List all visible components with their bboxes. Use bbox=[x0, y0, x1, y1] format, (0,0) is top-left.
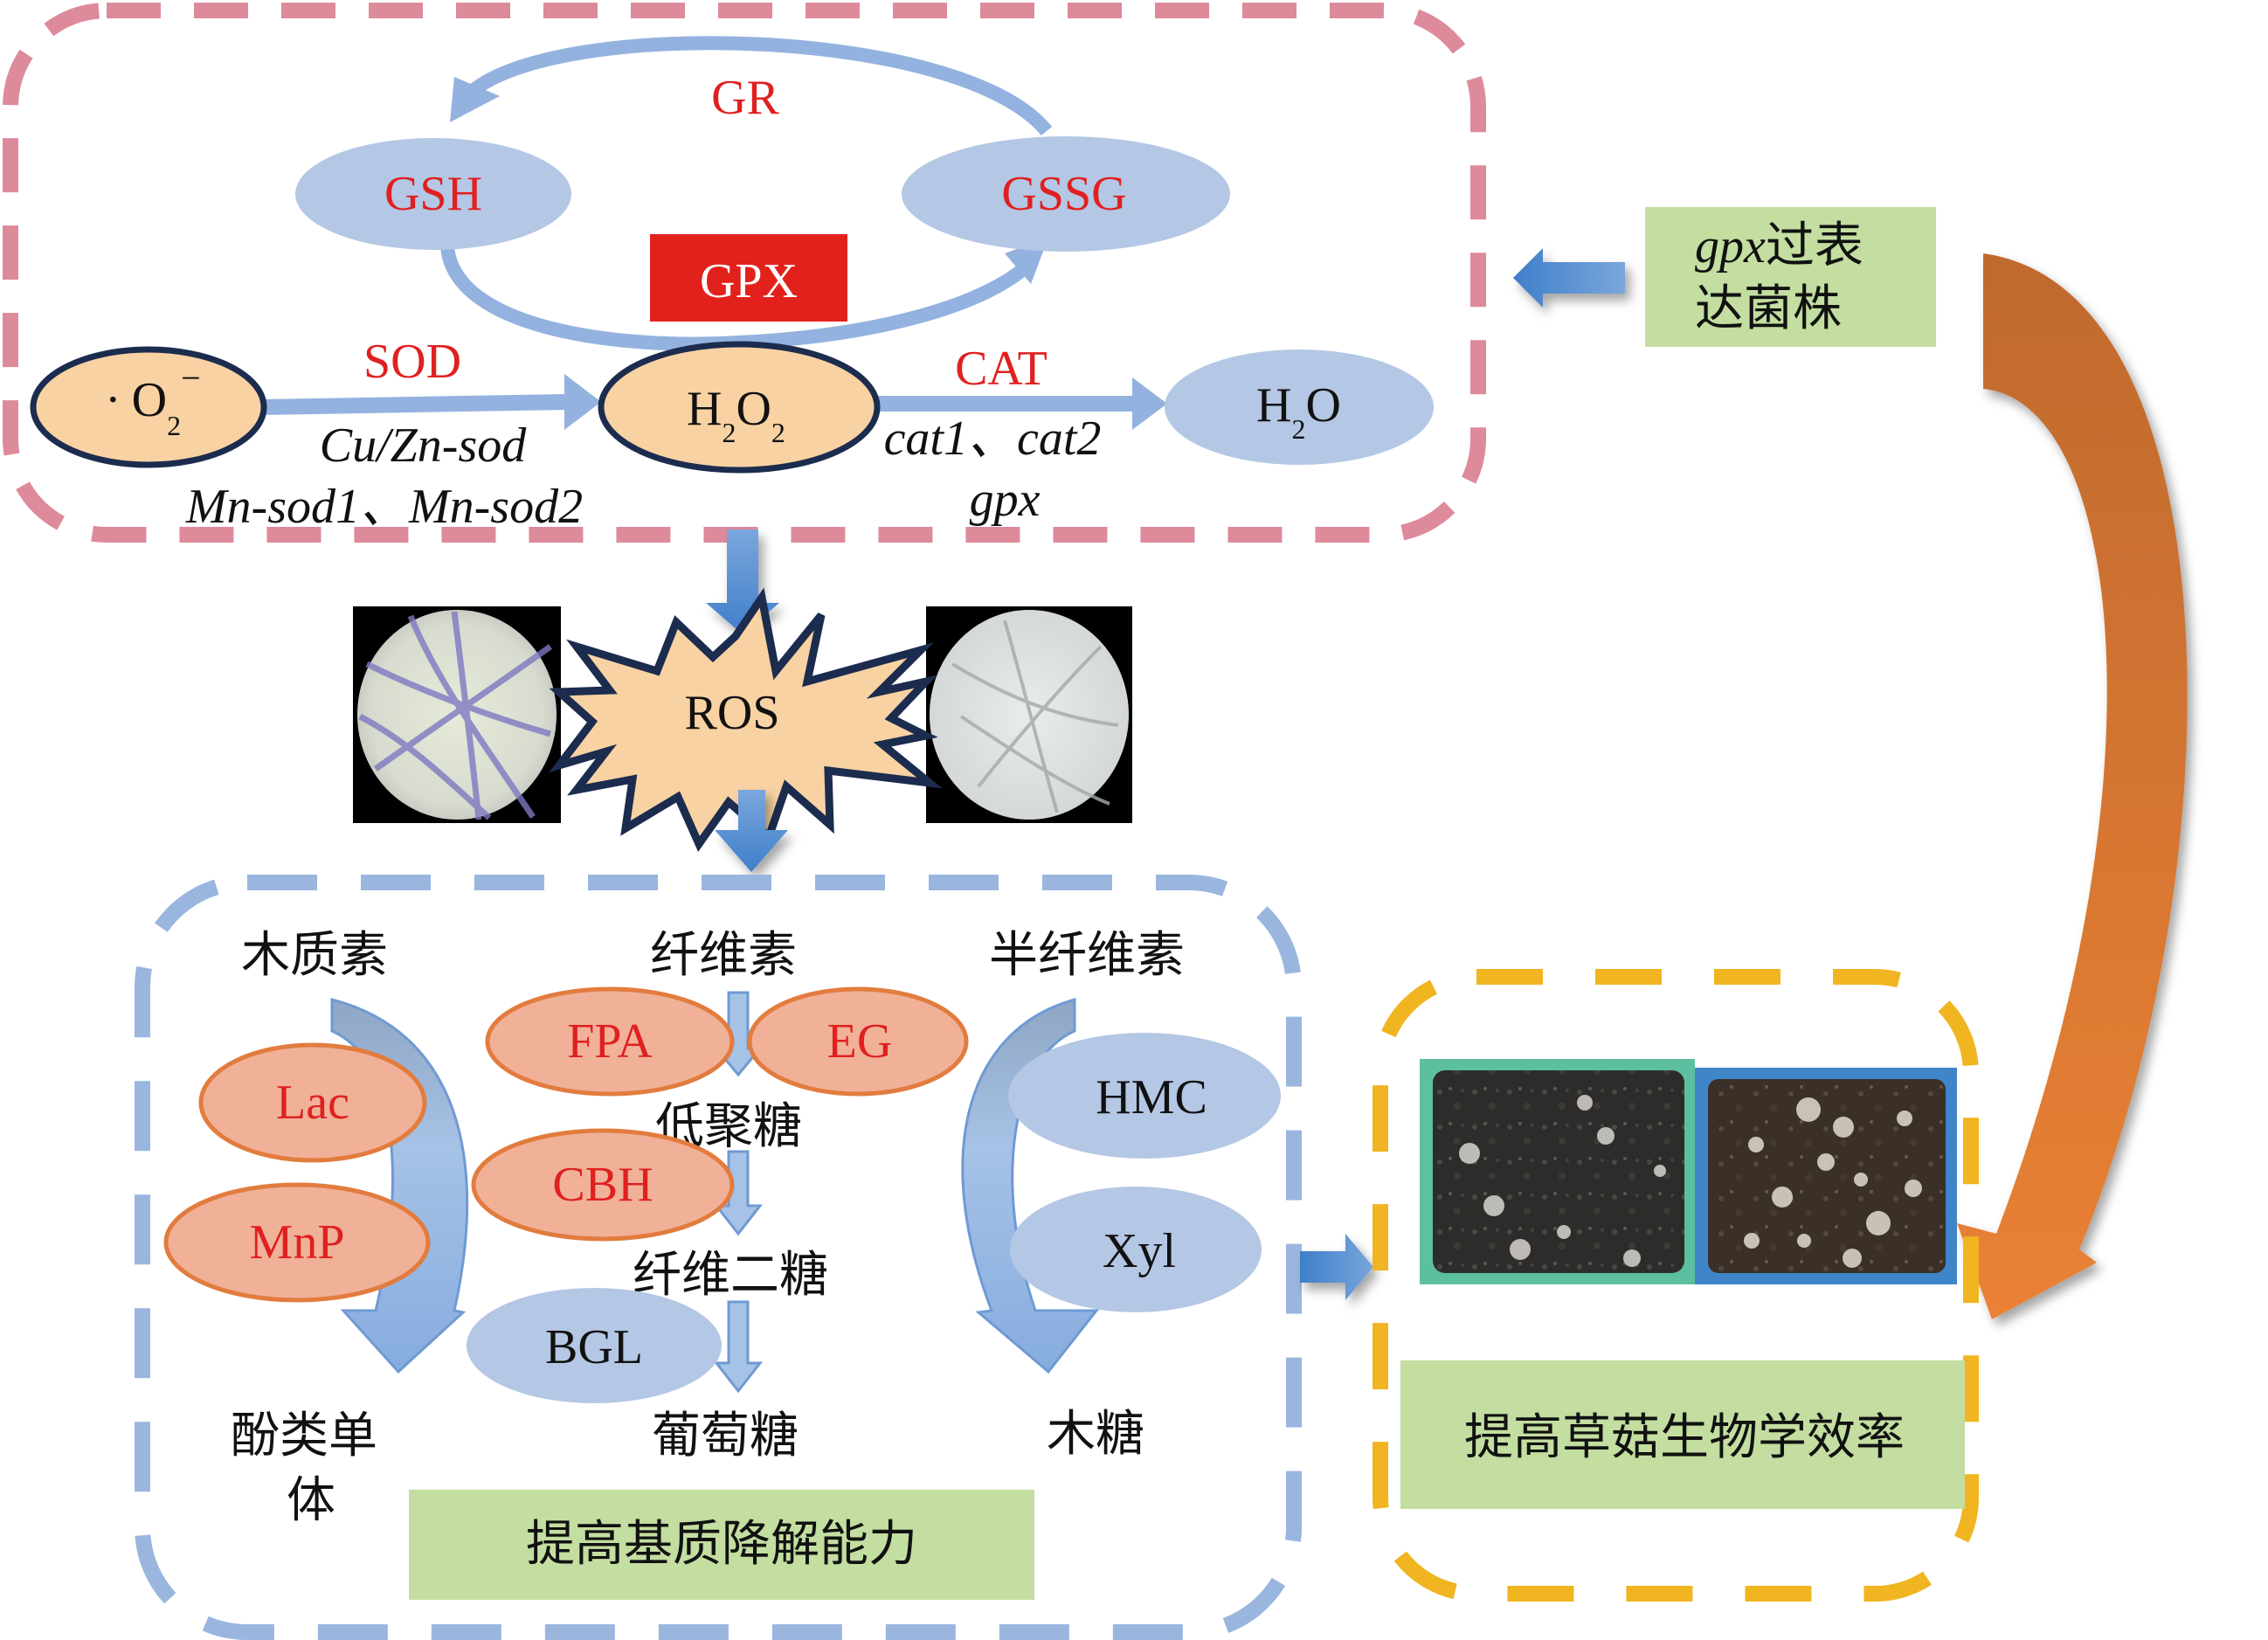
degradation-result-label: 提高基质降解能力 bbox=[526, 1516, 917, 1573]
hmc-enzyme bbox=[1008, 1033, 1281, 1159]
cbh-label: CBH bbox=[552, 1158, 653, 1212]
eg-enzyme bbox=[747, 986, 969, 1097]
h2o2-node bbox=[598, 341, 881, 474]
sod-label: SOD bbox=[363, 335, 461, 389]
superoxide-dot: · bbox=[105, 373, 121, 427]
h2o2-o: O bbox=[736, 382, 771, 436]
bgl-label: BGL bbox=[545, 1320, 643, 1374]
bgl-enzyme bbox=[467, 1288, 722, 1403]
cat-reaction-arrow bbox=[875, 377, 1167, 430]
oligo-to-cellobiose-arrow bbox=[713, 1150, 764, 1236]
sod-genes-line2: Mn-sod1、Mn-sod2 bbox=[185, 480, 583, 534]
gpx-strain-line2: 达菌株 bbox=[1695, 280, 1842, 337]
water-h-sub: 2 bbox=[1291, 413, 1305, 445]
water-h: H bbox=[1256, 378, 1291, 432]
superoxide-base: O bbox=[132, 373, 167, 427]
gpx-label: GPX bbox=[700, 254, 798, 308]
hmc-label: HMC bbox=[1096, 1070, 1207, 1124]
gr-label: GR bbox=[711, 71, 779, 125]
lignin-label: 木质素 bbox=[241, 927, 388, 984]
superoxide-sup: − bbox=[181, 358, 201, 398]
micrograph-right bbox=[926, 606, 1132, 823]
hemicellulose-label: 半纤维素 bbox=[989, 927, 1185, 984]
ros-to-degradation-arrow bbox=[715, 790, 788, 872]
gsh-node bbox=[295, 138, 571, 250]
degradation-to-efficiency-arrow bbox=[1300, 1234, 1373, 1300]
cultivation-photo-control bbox=[1420, 1059, 1695, 1284]
phenolic-label-line2: 体 bbox=[287, 1472, 335, 1529]
cellobiose-to-glucose-arrow bbox=[713, 1300, 764, 1394]
cat-genes-line1: cat1、cat2 bbox=[884, 412, 1102, 466]
gpx-highlight-box bbox=[650, 234, 847, 322]
gsh-label: GSH bbox=[384, 167, 482, 221]
sod-reaction-arrow bbox=[259, 374, 601, 430]
mnp-enzyme bbox=[163, 1182, 431, 1303]
cultivation-photo-gpx bbox=[1695, 1068, 1957, 1284]
superoxide-node bbox=[30, 346, 267, 468]
water-node bbox=[1165, 349, 1434, 465]
xyl-enzyme bbox=[1010, 1187, 1262, 1312]
h2o2-h-sub: 2 bbox=[722, 417, 736, 448]
degradation-result-box bbox=[409, 1490, 1034, 1600]
cellulose-label: 纤维素 bbox=[650, 927, 797, 984]
water-o: O bbox=[1305, 378, 1340, 432]
strain-to-system-arrow bbox=[1513, 248, 1625, 308]
cbh-enzyme bbox=[471, 1128, 735, 1242]
h2o2-o-sub: 2 bbox=[771, 417, 785, 448]
h2o2-h: H bbox=[687, 382, 722, 436]
degradation-frame bbox=[135, 875, 1302, 1640]
micrograph-left bbox=[353, 606, 561, 823]
water-label: H2O bbox=[1256, 378, 1341, 445]
strain-to-efficiency-arrow bbox=[1957, 253, 2188, 1319]
gssg-label: GSSG bbox=[1001, 167, 1126, 221]
cat-label: CAT bbox=[955, 342, 1048, 396]
overexpression-text: 过表 bbox=[1766, 218, 1863, 274]
gpx-strain-box bbox=[1645, 207, 1936, 347]
lac-enzyme bbox=[198, 1042, 427, 1163]
eg-label: EG bbox=[827, 1014, 893, 1069]
gssg-node bbox=[902, 136, 1230, 252]
mnp-label: MnP bbox=[250, 1215, 345, 1270]
cat-genes-line2: gpx bbox=[970, 473, 1041, 527]
h2o2-label: H2O2 bbox=[687, 382, 785, 448]
gr-cycle-arrow bbox=[450, 36, 1053, 136]
fpa-label: FPA bbox=[567, 1014, 653, 1069]
lac-label: Lac bbox=[276, 1076, 349, 1130]
cellobiose-label: 纤维二糖 bbox=[633, 1247, 828, 1304]
efficiency-frame bbox=[1373, 969, 1979, 1602]
efficiency-result-label: 提高草菇生物学效率 bbox=[1464, 1409, 1905, 1466]
ros-label: ROS bbox=[685, 686, 780, 740]
xyl-label: Xyl bbox=[1103, 1224, 1176, 1278]
glucose-label: 葡萄糖 bbox=[652, 1408, 799, 1464]
sod-genes-line1: Cu/Zn-sod bbox=[320, 419, 527, 473]
phenolic-label-line1: 酚类单 bbox=[231, 1408, 377, 1464]
superoxide-sub: 2 bbox=[167, 410, 181, 441]
fpa-enzyme bbox=[485, 986, 735, 1097]
gpx-gene-italic: gpx bbox=[1695, 219, 1766, 273]
xylose-label: 木糖 bbox=[1047, 1406, 1144, 1463]
gpx-strain-line1: gpx过表 bbox=[1695, 218, 1863, 274]
superoxide-label: ·O2− bbox=[105, 358, 201, 441]
efficiency-result-box bbox=[1400, 1360, 1965, 1509]
